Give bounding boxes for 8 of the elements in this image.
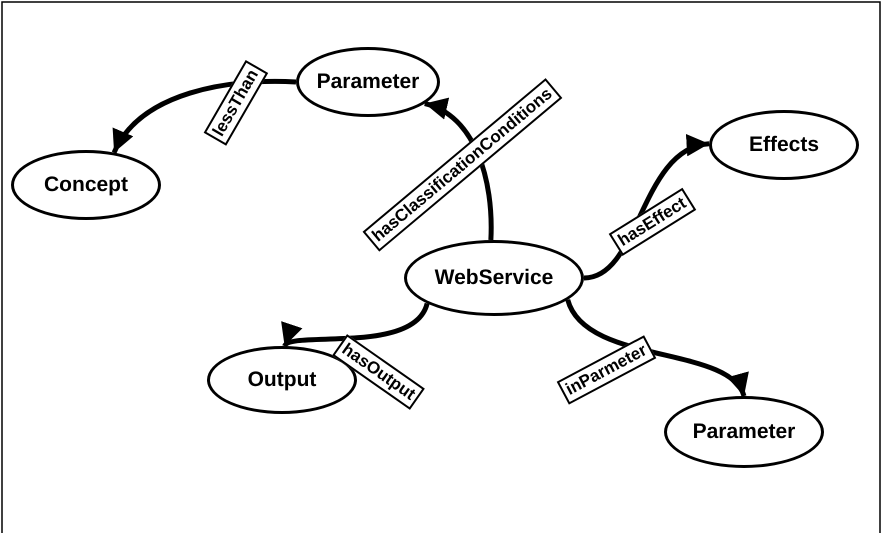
arrow [282, 302, 430, 348]
node-label: Concept [44, 173, 128, 197]
node-label: Effects [748, 133, 820, 157]
node-label: Parameter [692, 420, 796, 444]
node-label: WebService [434, 266, 554, 290]
arrow [565, 298, 746, 398]
arrow [424, 100, 494, 240]
node-label: Output [248, 368, 316, 392]
